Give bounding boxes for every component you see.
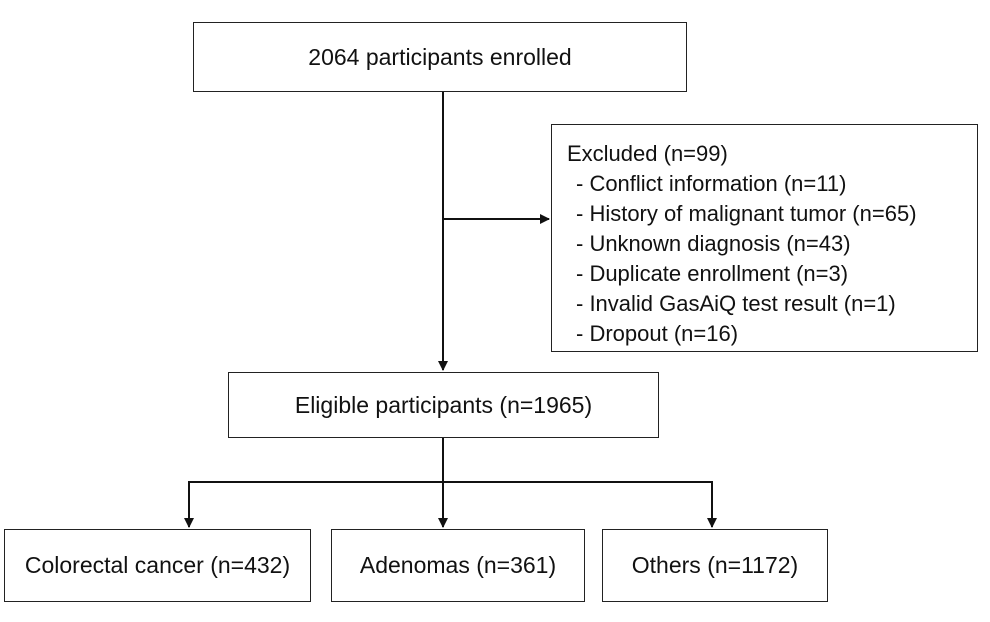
excluded-reason: - Dropout (n=16) xyxy=(576,321,739,346)
excluded-reason: - History of malignant tumor (n=65) xyxy=(576,201,917,226)
excluded-reason: - Unknown diagnosis (n=43) xyxy=(576,231,851,256)
colorectal-cancer-label: Colorectal cancer (n=432) xyxy=(24,552,291,578)
colorectal-cancer-box: Colorectal cancer (n=432) xyxy=(4,529,311,602)
eligible-label: Eligible participants (n=1965) xyxy=(294,391,593,418)
others-box: Others (n=1172) xyxy=(602,529,828,602)
excluded-reasons-list: - Conflict information (n=11) - History … xyxy=(567,169,977,349)
excluded-reason: - Invalid GasAiQ test result (n=1) xyxy=(576,291,896,316)
excluded-box: Excluded (n=99) - Conflict information (… xyxy=(551,124,978,352)
enrolled-label: 2064 participants enrolled xyxy=(308,43,572,70)
adenomas-label: Adenomas (n=361) xyxy=(359,552,557,578)
eligible-box: Eligible participants (n=1965) xyxy=(228,372,659,438)
others-label: Others (n=1172) xyxy=(631,552,799,578)
excluded-title: Excluded (n=99) xyxy=(567,141,728,166)
enrolled-box: 2064 participants enrolled xyxy=(193,22,687,92)
adenomas-box: Adenomas (n=361) xyxy=(331,529,585,602)
excluded-reason: - Duplicate enrollment (n=3) xyxy=(576,261,849,286)
excluded-reason: - Conflict information (n=11) xyxy=(576,171,847,196)
